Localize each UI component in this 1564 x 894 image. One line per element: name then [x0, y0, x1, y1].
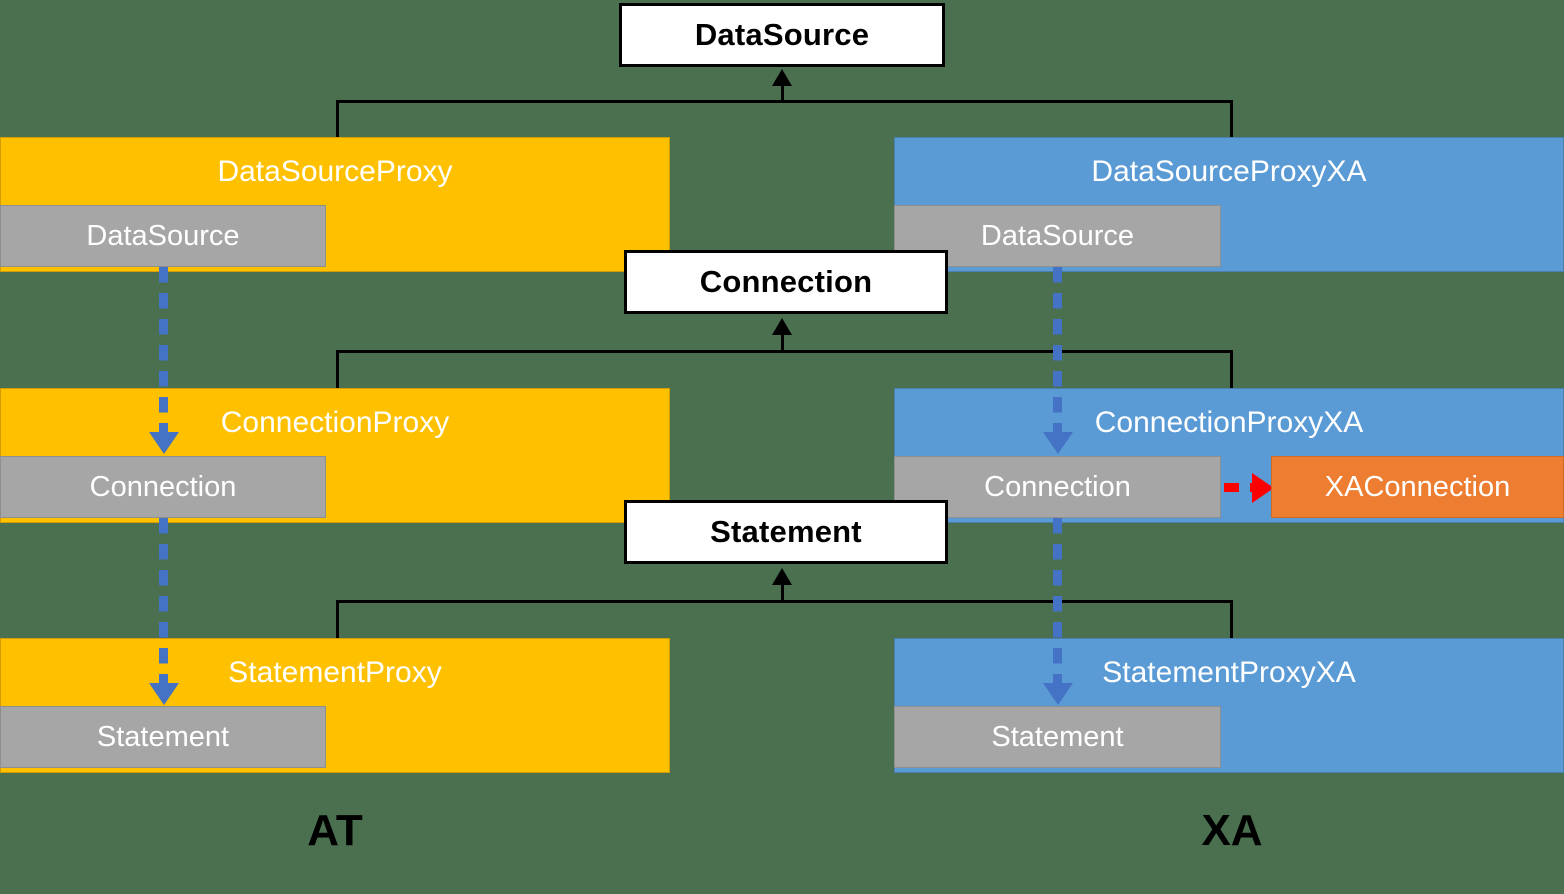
- member-box-connectionproxyxa-connection[interactable]: Connection: [894, 456, 1221, 518]
- xa-link-arrowhead: [1252, 473, 1274, 503]
- interface-label-datasource: DataSource: [694, 17, 870, 52]
- member-box-connectionproxy-connection[interactable]: Connection: [0, 456, 326, 518]
- inheritance-drop-at-connection: [336, 350, 339, 389]
- inheritance-bar-datasource: [336, 100, 1233, 103]
- delegation-arrowhead-xa-connection: [1043, 432, 1073, 454]
- inheritance-arrowhead-datasource: [772, 69, 792, 86]
- delegation-arrow-xa-datasource-to-connection: [1053, 267, 1062, 432]
- class-title-connectionproxy: ConnectionProxy: [220, 406, 450, 439]
- inheritance-drop-xa-statement: [1230, 600, 1233, 639]
- delegation-arrow-at-connection-to-statement: [159, 518, 168, 683]
- class-title-statementproxy: StatementProxy: [228, 656, 442, 689]
- class-title-datasourceproxy: DataSourceProxy: [217, 155, 453, 188]
- delegation-arrow-xa-connection-to-statement: [1053, 518, 1062, 683]
- column-label-xa: XA: [1201, 806, 1263, 855]
- member-box-statementproxy-statement[interactable]: Statement: [0, 706, 326, 768]
- inheritance-bar-statement: [336, 600, 1233, 603]
- interface-box-statement: Statement: [624, 500, 948, 564]
- member-label-connection-xa: Connection: [984, 470, 1131, 503]
- member-label-datasource-xa: DataSource: [980, 219, 1135, 252]
- member-box-datasourceproxyxa-datasource[interactable]: DataSource: [894, 205, 1221, 267]
- inheritance-stem-connection: [781, 334, 784, 352]
- delegation-arrowhead-xa-statement: [1043, 683, 1073, 705]
- inheritance-stem-statement: [781, 584, 784, 602]
- inheritance-stem-datasource: [781, 85, 784, 103]
- class-title-datasourceproxyxa: DataSourceProxyXA: [1091, 155, 1367, 188]
- delegation-arrowhead-at-statement: [149, 683, 179, 705]
- inheritance-arrowhead-connection: [772, 318, 792, 335]
- inheritance-drop-at-statement: [336, 600, 339, 639]
- member-box-statementproxyxa-statement[interactable]: Statement: [894, 706, 1221, 768]
- member-label-statement-xa: Statement: [991, 720, 1124, 753]
- inheritance-drop-xa-datasource: [1230, 100, 1233, 138]
- inheritance-arrowhead-statement: [772, 568, 792, 585]
- xa-link-dash: [1224, 483, 1256, 492]
- member-label-statement: Statement: [96, 720, 230, 753]
- member-label-connection: Connection: [89, 470, 237, 503]
- inheritance-drop-xa-connection: [1230, 350, 1233, 389]
- inheritance-bar-connection: [336, 350, 1233, 353]
- interface-label-statement: Statement: [710, 514, 862, 549]
- class-title-connectionproxyxa: ConnectionProxyXA: [1094, 406, 1364, 439]
- interface-label-connection: Connection: [699, 264, 873, 299]
- class-label-xaconnection: XAConnection: [1324, 470, 1511, 503]
- class-title-statementproxyxa: StatementProxyXA: [1102, 656, 1356, 689]
- interface-box-connection: Connection: [624, 250, 948, 314]
- delegation-arrow-at-datasource-to-connection: [159, 267, 168, 432]
- inheritance-drop-at-datasource: [336, 100, 339, 138]
- member-label-datasource: DataSource: [86, 219, 240, 252]
- member-box-datasourceproxy-datasource[interactable]: DataSource: [0, 205, 326, 267]
- column-label-at: AT: [307, 806, 363, 855]
- interface-box-datasource: DataSource: [619, 3, 945, 67]
- class-box-xaconnection[interactable]: XAConnection: [1271, 456, 1564, 518]
- class-box-statementproxyxa[interactable]: StatementProxyXA: [894, 638, 1564, 773]
- delegation-arrowhead-at-connection: [149, 432, 179, 454]
